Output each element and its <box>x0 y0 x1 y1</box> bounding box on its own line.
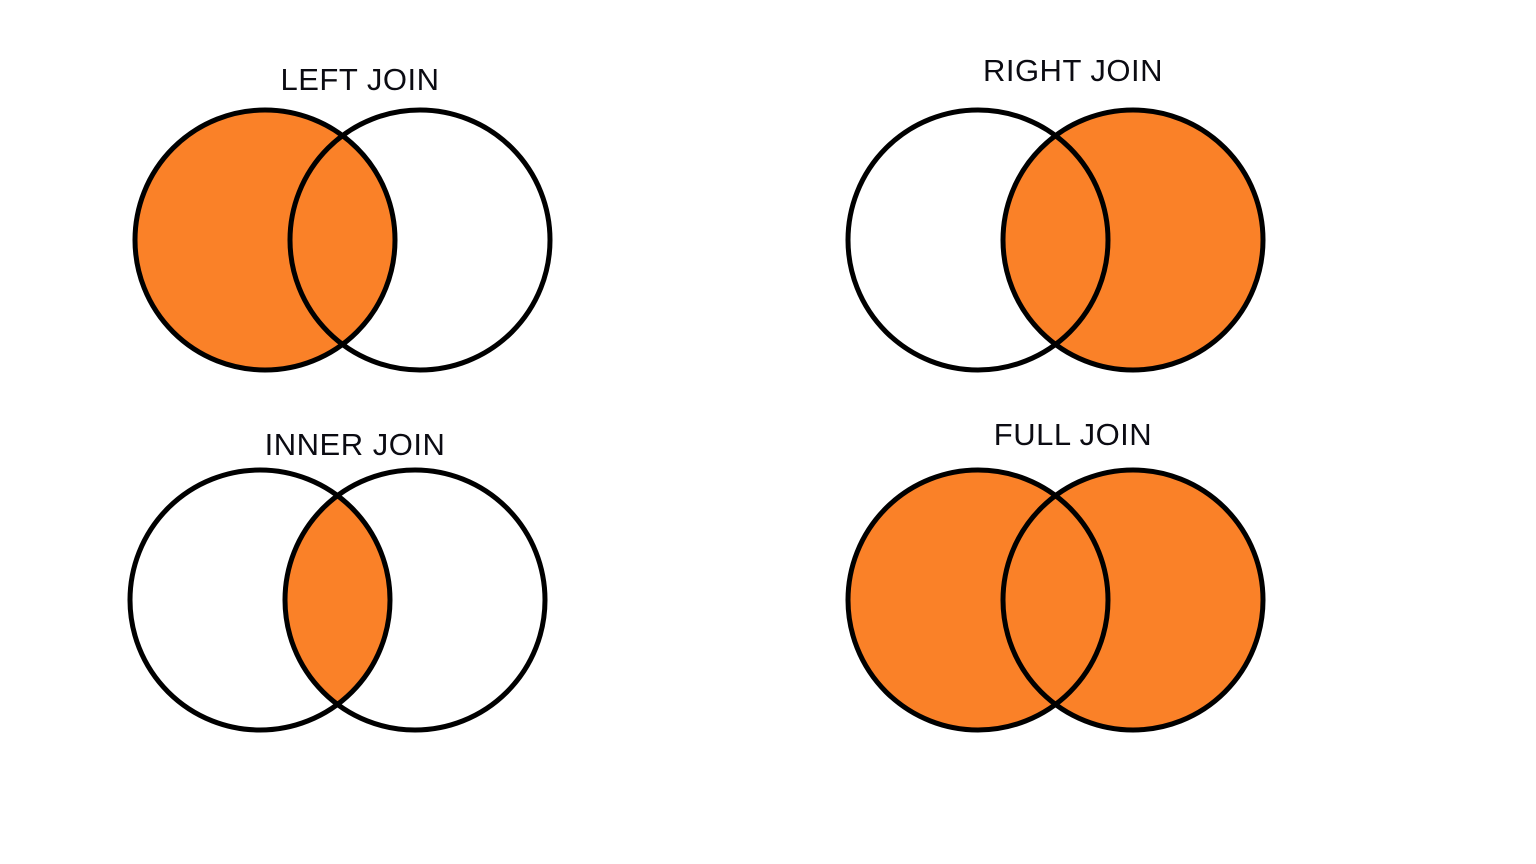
left-join-title: LEFT JOIN <box>280 62 440 97</box>
diagram-right-join: RIGHT JOIN <box>843 40 1303 395</box>
full-join-right-circle-fill <box>1003 470 1263 730</box>
inner-join-intersection-fill <box>285 470 390 730</box>
left-join-left-circle-outline <box>132 107 398 373</box>
inner-join-left-circle-outline <box>127 467 393 733</box>
full-join-right-circle-outline <box>1000 467 1266 733</box>
diagram-full-join: FULL JOIN <box>843 405 1303 755</box>
left-join-venn <box>132 107 553 373</box>
inner-join-venn <box>127 467 548 733</box>
left-join-right-circle-outline <box>287 107 553 373</box>
right-join-left-circle-outline <box>845 107 1111 373</box>
full-join-left-circle-outline <box>845 467 1111 733</box>
left-join-intersection-fill <box>290 110 395 370</box>
right-join-right-circle-outline <box>1000 107 1266 373</box>
full-join-venn <box>845 467 1266 733</box>
inner-join-title: INNER JOIN <box>264 427 446 462</box>
right-join-intersection-fill <box>1003 110 1108 370</box>
right-join-title: RIGHT JOIN <box>982 53 1164 88</box>
right-join-venn <box>845 107 1266 373</box>
inner-join-right-circle-outline <box>282 467 548 733</box>
diagram-left-join: LEFT JOIN <box>130 50 590 395</box>
diagram-inner-join: INNER JOIN <box>125 415 585 755</box>
full-join-title: FULL JOIN <box>993 417 1153 452</box>
